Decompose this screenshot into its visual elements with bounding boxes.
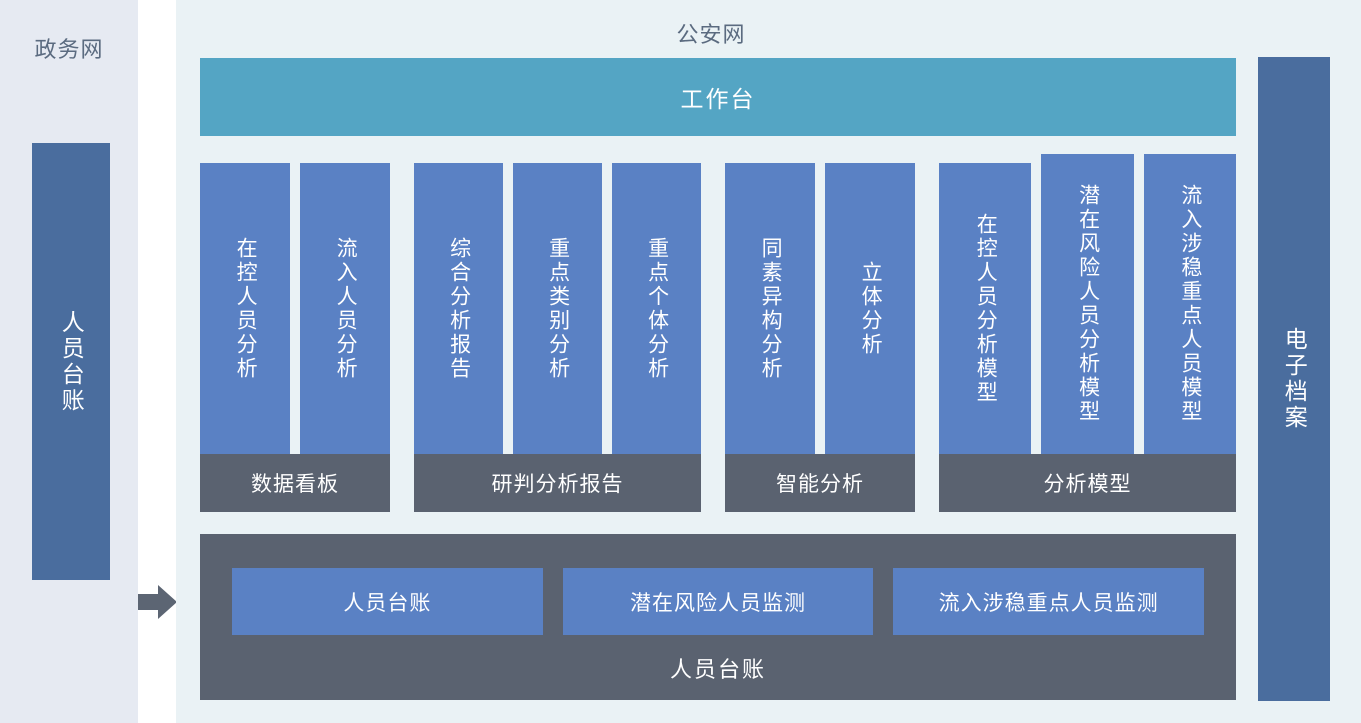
module-card-label: 流入人员分析 xyxy=(334,236,358,381)
ledger-button-label: 人员台账 xyxy=(343,591,432,615)
module-group-header[interactable]: 研判分析报告 xyxy=(414,454,701,512)
module-card-list: 在控人员分析 流入人员分析 xyxy=(200,163,390,454)
ledger-button[interactable]: 潜在风险人员监测 xyxy=(562,568,874,635)
module-card[interactable]: 潜在风险人员分析模型 xyxy=(1041,154,1134,454)
module-groups-row: 在控人员分析 流入人员分析 数据看板 综合分析报告 重点类别分析 重点个 xyxy=(200,154,1236,512)
workbench-label: 工作台 xyxy=(680,86,756,112)
electronic-archive-label: 电子档案 xyxy=(1281,327,1308,431)
module-card-label: 在控人员分析模型 xyxy=(974,212,998,405)
government-network-panel: 政务网 人员台账 xyxy=(0,0,138,723)
module-card[interactable]: 重点类别分析 xyxy=(513,163,602,454)
module-group-data-dashboard: 在控人员分析 流入人员分析 数据看板 xyxy=(200,163,390,512)
module-group-header[interactable]: 智能分析 xyxy=(725,454,915,512)
module-group-analysis-report: 综合分析报告 重点类别分析 重点个体分析 研判分析报告 xyxy=(414,163,701,512)
workbench-bar[interactable]: 工作台 xyxy=(200,58,1236,136)
module-card[interactable]: 综合分析报告 xyxy=(414,163,503,454)
module-card-list: 在控人员分析模型 潜在风险人员分析模型 流入涉稳重点人员模型 xyxy=(939,154,1236,454)
personnel-ledger-caption: 人员台账 xyxy=(669,657,766,682)
module-card-label: 在控人员分析 xyxy=(234,236,258,381)
module-group-analysis-model: 在控人员分析模型 潜在风险人员分析模型 流入涉稳重点人员模型 分析模型 xyxy=(939,154,1236,512)
personnel-ledger-source-bar[interactable]: 人员台账 xyxy=(32,143,110,580)
ledger-button[interactable]: 人员台账 xyxy=(232,568,543,635)
module-group-intelligent-analysis: 同素异构分析 立体分析 智能分析 xyxy=(725,163,915,512)
module-card-label: 同素异构分析 xyxy=(759,236,783,381)
module-card-label: 重点类别分析 xyxy=(546,236,570,381)
ledger-button-label: 潜在风险人员监测 xyxy=(630,591,806,615)
personnel-ledger-source-label: 人员台账 xyxy=(58,309,85,414)
ledger-button-label: 流入涉稳重点人员监测 xyxy=(938,591,1159,615)
ledger-button[interactable]: 流入涉稳重点人员监测 xyxy=(893,568,1205,635)
personnel-ledger-button-row: 人员台账 潜在风险人员监测 流入涉稳重点人员监测 xyxy=(232,568,1205,635)
module-card[interactable]: 立体分析 xyxy=(825,163,915,454)
module-card-list: 同素异构分析 立体分析 xyxy=(725,163,915,454)
module-group-label: 分析模型 xyxy=(1043,473,1132,496)
arrow-right-icon xyxy=(138,583,178,621)
module-card-label: 潜在风险人员分析模型 xyxy=(1076,184,1100,424)
module-group-label: 研判分析报告 xyxy=(491,473,624,496)
module-card[interactable]: 流入涉稳重点人员模型 xyxy=(1143,154,1236,454)
module-card[interactable]: 在控人员分析 xyxy=(200,163,290,454)
module-group-header[interactable]: 数据看板 xyxy=(200,454,390,512)
module-card[interactable]: 同素异构分析 xyxy=(725,163,815,454)
module-card[interactable]: 在控人员分析模型 xyxy=(939,163,1032,454)
module-card[interactable]: 流入人员分析 xyxy=(300,163,390,454)
module-card-list: 综合分析报告 重点类别分析 重点个体分析 xyxy=(414,163,701,454)
electronic-archive-bar[interactable]: 电子档案 xyxy=(1258,57,1330,701)
module-group-header[interactable]: 分析模型 xyxy=(939,454,1236,512)
module-card-label: 综合分析报告 xyxy=(447,236,471,381)
module-card[interactable]: 重点个体分析 xyxy=(612,163,701,454)
module-group-label: 数据看板 xyxy=(251,473,339,496)
public-security-network-title: 公安网 xyxy=(676,22,746,47)
module-group-label: 智能分析 xyxy=(776,473,864,496)
module-card-label: 立体分析 xyxy=(859,260,883,357)
module-card-label: 重点个体分析 xyxy=(645,236,669,381)
module-card-label: 流入涉稳重点人员模型 xyxy=(1178,184,1202,424)
personnel-ledger-panel: 人员台账 潜在风险人员监测 流入涉稳重点人员监测 人员台账 xyxy=(200,534,1236,700)
government-network-title: 政务网 xyxy=(34,37,104,62)
public-security-network-panel: 公安网 工作台 在控人员分析 流入人员分析 数据看板 综合分析报告 xyxy=(176,0,1361,723)
